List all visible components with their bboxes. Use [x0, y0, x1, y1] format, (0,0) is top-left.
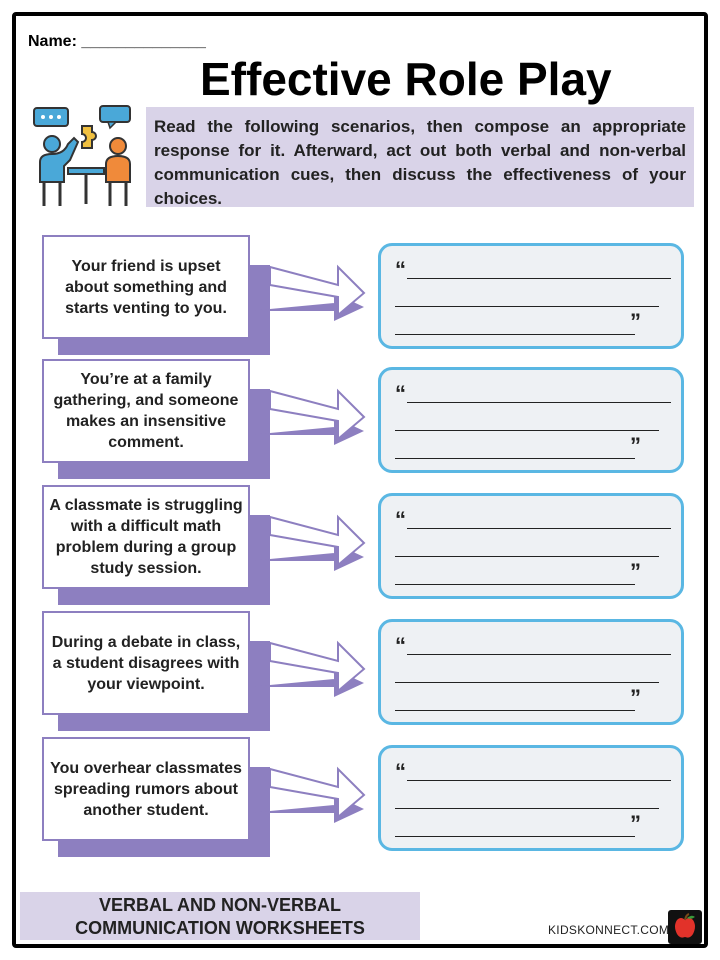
answer-line[interactable] [395, 306, 659, 307]
scenario-row-1: Your friend is upset about something and… [0, 235, 720, 355]
answer-line[interactable] [395, 556, 659, 557]
open-quote: “ [395, 257, 406, 282]
instructions-text: Read the following scenarios, then compo… [146, 107, 694, 208]
close-quote: ” [630, 811, 641, 836]
arrow-4 [58, 640, 366, 731]
footer-series-title: VERBAL AND NON-VERBAL COMMUNICATION WORK… [20, 892, 420, 940]
scenario-row-2: You’re at a family gathering, and someon… [0, 359, 720, 479]
answer-line[interactable] [395, 682, 659, 683]
answer-line[interactable] [407, 402, 671, 403]
answer-line[interactable] [395, 430, 659, 431]
open-quote: “ [395, 633, 406, 658]
scenario-row-4: During a debate in class, a student disa… [0, 611, 720, 731]
answer-line[interactable] [407, 528, 671, 529]
scenario-row-5: You overhear classmates spreading rumors… [0, 737, 720, 857]
arrow-3 [58, 514, 366, 605]
scenario-card: During a debate in class, a student disa… [42, 611, 250, 715]
answer-line[interactable] [395, 836, 635, 837]
answer-line[interactable] [407, 278, 671, 279]
answer-line[interactable] [395, 808, 659, 809]
brand-name: KIDSKONNECT.COM [548, 923, 670, 937]
role-play-people-icon [33, 105, 131, 206]
scenario-card: A classmate is struggling with a difficu… [42, 485, 250, 589]
scenario-card: You’re at a family gathering, and someon… [42, 359, 250, 463]
footer-line-1: VERBAL AND NON-VERBAL [98, 895, 341, 915]
close-quote: ” [630, 309, 641, 334]
arrow-2 [58, 388, 366, 479]
page-title: Effective Role Play [200, 53, 612, 105]
close-quote: ” [630, 559, 641, 584]
answer-line[interactable] [395, 458, 635, 459]
answer-line[interactable] [407, 654, 671, 655]
response-box[interactable]: “ ” [378, 367, 684, 473]
arrow-1 [58, 264, 366, 355]
response-box[interactable]: “ ” [378, 619, 684, 725]
close-quote: ” [630, 433, 641, 458]
scenario-card: Your friend is upset about something and… [42, 235, 250, 339]
answer-line[interactable] [407, 780, 671, 781]
answer-line[interactable] [395, 710, 635, 711]
footer-line-2: COMMUNICATION WORKSHEETS [75, 918, 365, 938]
response-box[interactable]: “ ” [378, 243, 684, 349]
scenario-row-3: A classmate is struggling with a difficu… [0, 485, 720, 605]
name-field-label[interactable]: Name: ______________ [28, 33, 206, 50]
apple-icon [668, 910, 702, 944]
answer-line[interactable] [395, 584, 635, 585]
answer-line[interactable] [395, 334, 635, 335]
arrow-5 [58, 766, 366, 857]
close-quote: ” [630, 685, 641, 710]
scenario-card: You overhear classmates spreading rumors… [42, 737, 250, 841]
open-quote: “ [395, 759, 406, 784]
open-quote: “ [395, 381, 406, 406]
response-box[interactable]: “ ” [378, 493, 684, 599]
response-box[interactable]: “ ” [378, 745, 684, 851]
open-quote: “ [395, 507, 406, 532]
